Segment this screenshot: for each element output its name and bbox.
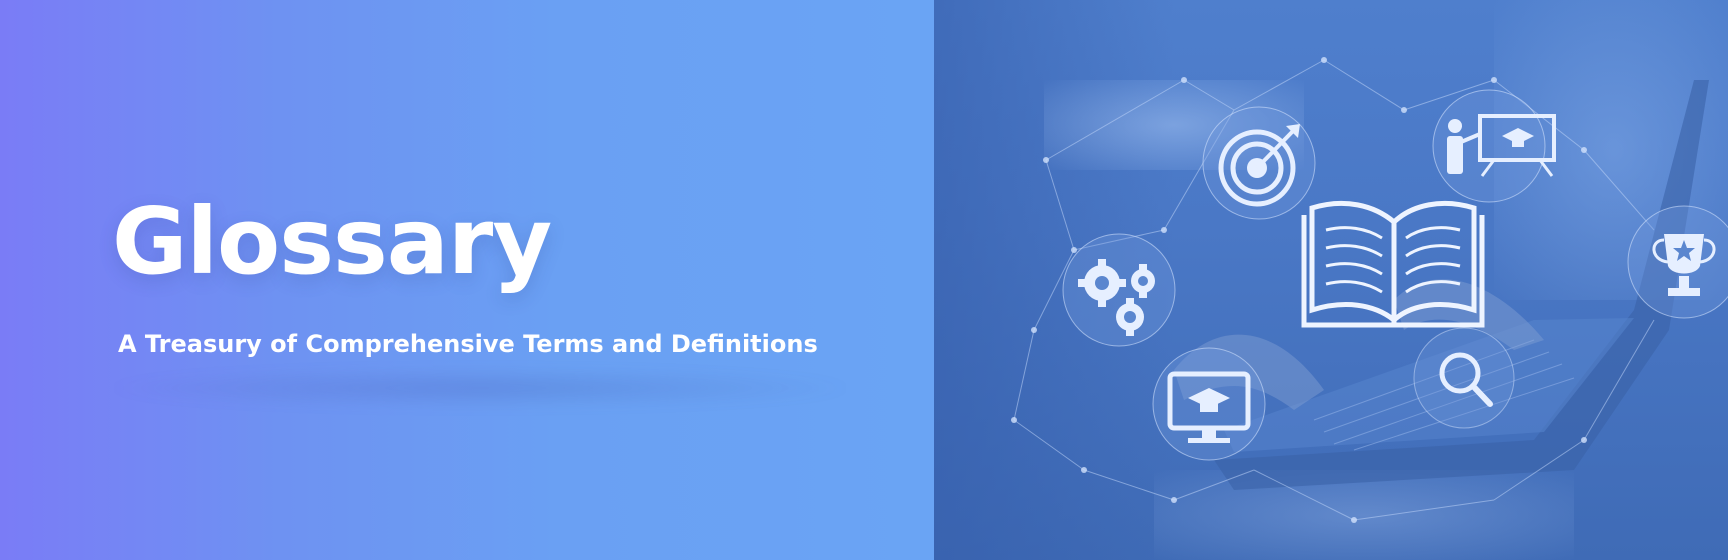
teacher-board-icon	[1432, 89, 1556, 203]
magnifier-icon	[1413, 327, 1515, 429]
gears-icon	[1062, 233, 1176, 347]
banner-left-panel: Glossary A Treasury of Comprehensive Ter…	[0, 0, 934, 560]
monitor-graduation-icon	[1152, 347, 1266, 461]
open-book-icon	[1301, 200, 1485, 328]
education-network-illustration	[1011, 57, 1728, 523]
photo-glow-bottom	[1154, 470, 1574, 560]
page-title: Glossary	[112, 188, 552, 295]
network-nodes	[1011, 57, 1587, 523]
banner-photo-panel	[934, 0, 1728, 560]
subtitle-shadow	[100, 368, 860, 408]
trophy-icon	[1627, 205, 1728, 319]
target-arrow-icon	[1202, 106, 1316, 220]
laptop-illustration	[1174, 80, 1709, 490]
page-subtitle: A Treasury of Comprehensive Terms and De…	[118, 330, 818, 358]
